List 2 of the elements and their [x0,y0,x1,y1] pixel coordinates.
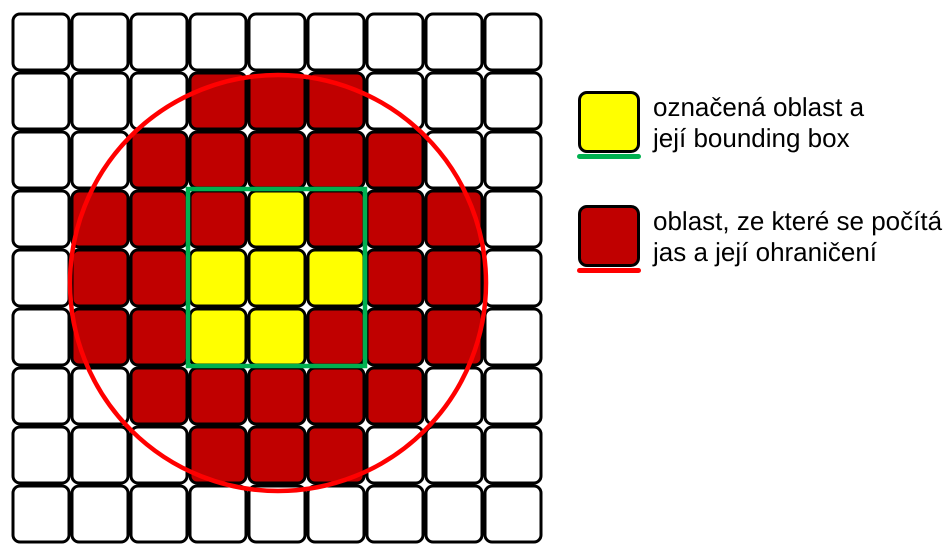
legend-text: oblast, ze které se počítá jas a její ohraničení [653,206,944,268]
legend-text: označená oblast a její bounding box [653,92,866,154]
